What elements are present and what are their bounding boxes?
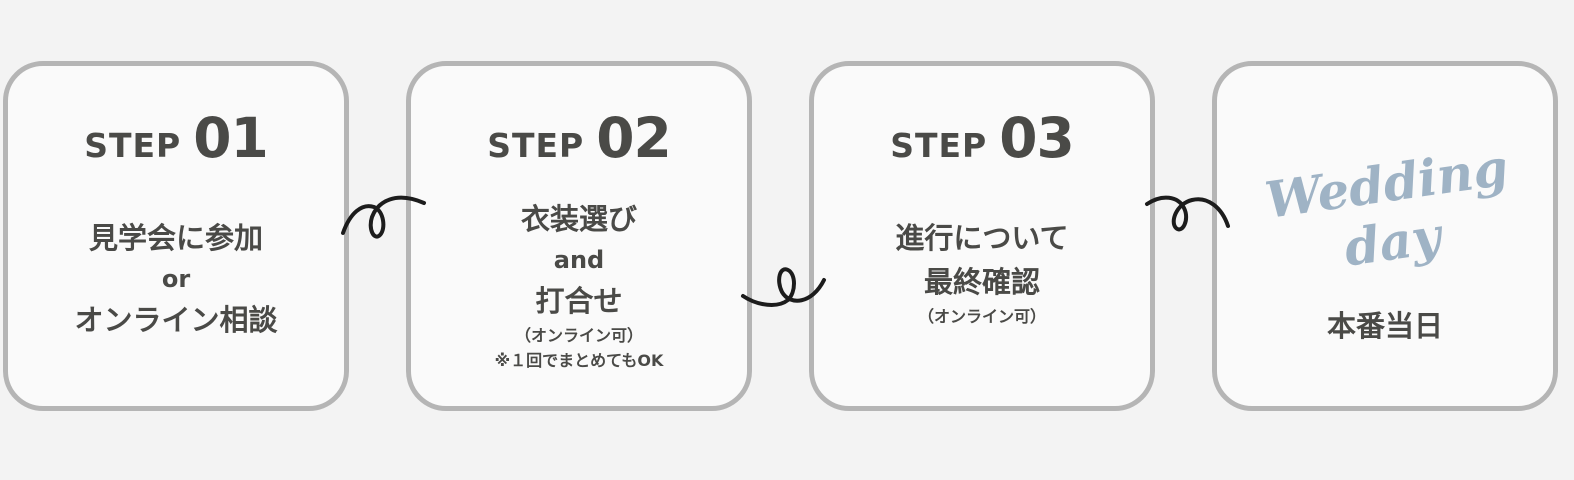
step-label: STEP (487, 126, 585, 165)
step-2-note-1: （オンライン可） (514, 326, 643, 345)
step-3-line-1: 進行について (895, 220, 1069, 255)
step-2-note-2: ※１回でまとめてもOK (494, 351, 664, 370)
wedding-day-card: Wedding day 本番当日 (1212, 61, 1558, 411)
step-1-line-3: オンライン相談 (74, 303, 278, 337)
step-3-line-2: 最終確認 (923, 264, 1040, 299)
step-heading-2: STEP 02 (411, 106, 747, 170)
wedding-day-script: Wedding day (1262, 141, 1512, 278)
script-text-day: day (1341, 205, 1448, 277)
step-2-line-3: 打合せ (535, 284, 623, 318)
step-card-2: STEP 02 衣装選び and 打合せ （オンライン可） ※１回でまとめてもO… (406, 61, 752, 411)
final-label: 本番当日 (1326, 309, 1443, 343)
step-1-line-2: or (161, 265, 191, 293)
step-label: STEP (84, 126, 182, 165)
step-card-1: STEP 01 見学会に参加 or オンライン相談 (3, 61, 349, 411)
step-label: STEP (890, 126, 988, 165)
step-2-line-2: and (553, 246, 605, 274)
loop-connector-1 (341, 195, 426, 239)
step-2-line-1: 衣装選び (520, 202, 637, 236)
loop-connector-2 (741, 267, 826, 307)
step-number: 01 (193, 106, 269, 170)
step-1-line-1: 見学会に参加 (88, 221, 263, 255)
step-number: 02 (596, 106, 672, 170)
step-card-3: STEP 03 進行について 最終確認 （オンライン可） (809, 61, 1155, 411)
step-3-note-1: （オンライン可） (917, 306, 1046, 326)
step-heading-1: STEP 01 (8, 106, 344, 170)
step-heading-3: STEP 03 (814, 106, 1150, 170)
loop-connector-3 (1145, 195, 1230, 232)
step-number: 03 (999, 106, 1075, 170)
